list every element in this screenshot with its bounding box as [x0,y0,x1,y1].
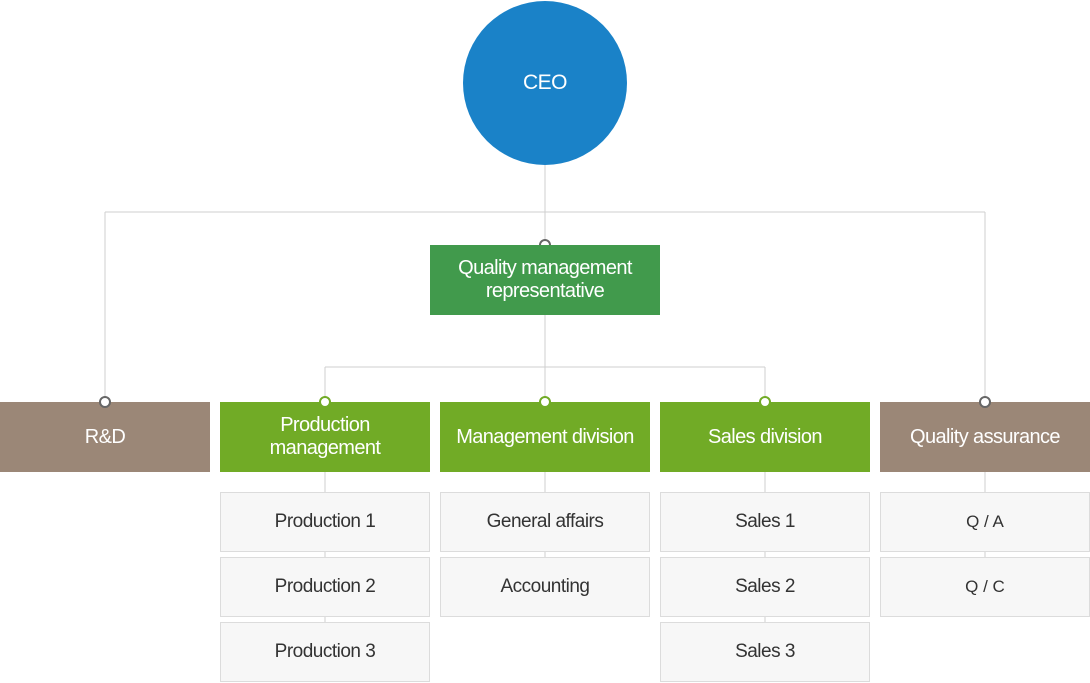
sub-unit-label: Sales 2 [735,576,795,597]
department-label: Management division [456,425,634,448]
sub-unit-accounting: Accounting [440,557,650,617]
ceo-label: CEO [522,71,568,94]
department-label: Sales division [708,425,822,448]
department-label: R&D [84,425,126,448]
sub-unit-qc: Q / C [880,557,1090,617]
sub-unit-production-3: Production 3 [220,622,430,682]
connector-dot [319,396,331,408]
connector-dot [99,396,111,408]
sub-unit-production-2: Production 2 [220,557,430,617]
sub-unit-sales-3: Sales 3 [660,622,870,682]
connector-dot [539,396,551,408]
sub-unit-sales-1: Sales 1 [660,492,870,552]
department-quality-assurance: Quality assurance [880,402,1090,472]
department-management: Management division [440,402,650,472]
sub-unit-label: Accounting [500,576,590,597]
sub-unit-label: General affairs [486,511,604,532]
sub-unit-label: Q / A [966,512,1004,531]
representative-label: Quality management representative [458,257,632,302]
department-label: Production management [269,414,381,459]
sub-unit-label: Production 1 [274,511,376,532]
connector-dot [979,396,991,408]
sub-unit-label: Sales 1 [735,511,795,532]
department-label: Quality assurance [910,425,1060,448]
department-sales: Sales division [660,402,870,472]
sub-unit-general-affairs: General affairs [440,492,650,552]
department-production: Production management [220,402,430,472]
department-rnd: R&D [0,402,210,472]
sub-unit-label: Production 3 [274,641,376,662]
connector-dot [759,396,771,408]
sub-unit-label: Sales 3 [735,641,795,662]
sub-unit-label: Q / C [965,577,1005,596]
sub-unit-production-1: Production 1 [220,492,430,552]
sub-unit-qa: Q / A [880,492,1090,552]
ceo-node: CEO [463,1,627,165]
sub-unit-sales-2: Sales 2 [660,557,870,617]
representative-node: Quality management representative [430,245,660,315]
sub-unit-label: Production 2 [274,576,376,597]
